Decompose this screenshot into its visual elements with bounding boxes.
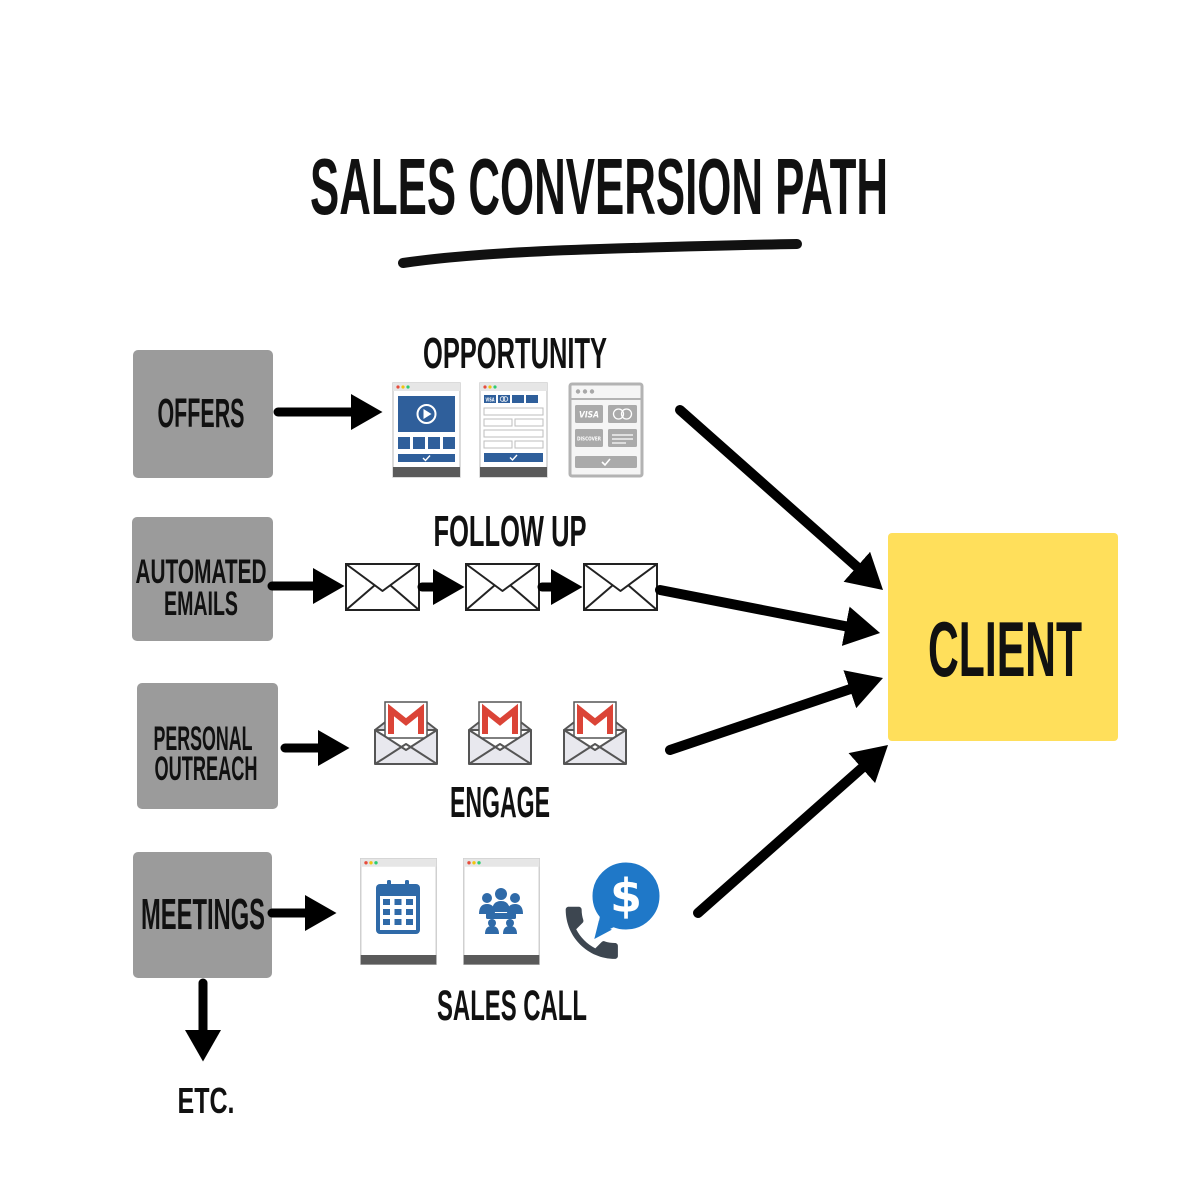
client-box: CLIENT <box>888 533 1118 741</box>
continuation-label: ETC. <box>178 1080 235 1121</box>
payment-methods-icon: VISA DISCOVER <box>568 382 644 478</box>
arrow-engage-to-client <box>665 670 883 755</box>
sales-phone-call-icon: $ <box>565 859 663 959</box>
source-label-automated-line1: AUTOMATED <box>136 553 267 591</box>
dollar-bubble-icon: $ <box>589 859 663 944</box>
stage-label-sales-call: SALES CALL <box>437 982 587 1030</box>
gmail-icon <box>564 702 626 764</box>
team-icon <box>479 888 523 934</box>
arrow-follow-up-to-client <box>655 585 881 646</box>
title-underline <box>398 239 802 268</box>
dollar-sign: $ <box>610 869 642 923</box>
gmail-icon <box>375 702 437 764</box>
card-logo-visa-small: VISA <box>486 398 495 404</box>
arrow-sales-call-to-client <box>693 744 889 918</box>
card-logo-discover: DISCOVER <box>577 437 601 443</box>
source-label-meetings: MEETINGS <box>141 890 265 939</box>
source-box-offers: OFFERS <box>133 350 273 478</box>
card-logo-visa: VISA <box>579 411 599 421</box>
page-title: SALES CONVERSION PATH <box>310 142 888 231</box>
envelope-icon <box>583 563 658 611</box>
arrow-opportunity-to-client <box>675 405 884 590</box>
stage-label-engage: ENGAGE <box>450 778 550 827</box>
source-box-personal-outreach: PERSONAL OUTREACH <box>137 683 278 809</box>
source-label-personal-line1: PERSONAL <box>154 720 253 758</box>
source-label-offers: OFFERS <box>158 390 245 436</box>
source-label-automated-line2: EMAILS <box>164 585 238 623</box>
stage-label-follow-up: FOLLOW UP <box>434 507 587 556</box>
video-page-icon <box>392 382 461 478</box>
source-box-meetings: MEETINGS <box>133 852 272 978</box>
client-label: CLIENT <box>928 605 1082 693</box>
source-label-personal-line2: OUTREACH <box>155 750 258 788</box>
envelope-icon <box>345 563 420 611</box>
phone-icon <box>565 906 618 959</box>
team-meeting-page-icon <box>463 858 540 965</box>
calendar-icon <box>376 880 420 934</box>
calendar-page-icon <box>360 858 437 965</box>
stage-label-opportunity: OPPORTUNITY <box>423 329 607 378</box>
checkout-form-icon: VISA <box>479 382 548 478</box>
gmail-icon <box>469 702 531 764</box>
source-box-automated-emails: AUTOMATED EMAILS <box>132 517 273 641</box>
envelope-icon <box>465 563 540 611</box>
